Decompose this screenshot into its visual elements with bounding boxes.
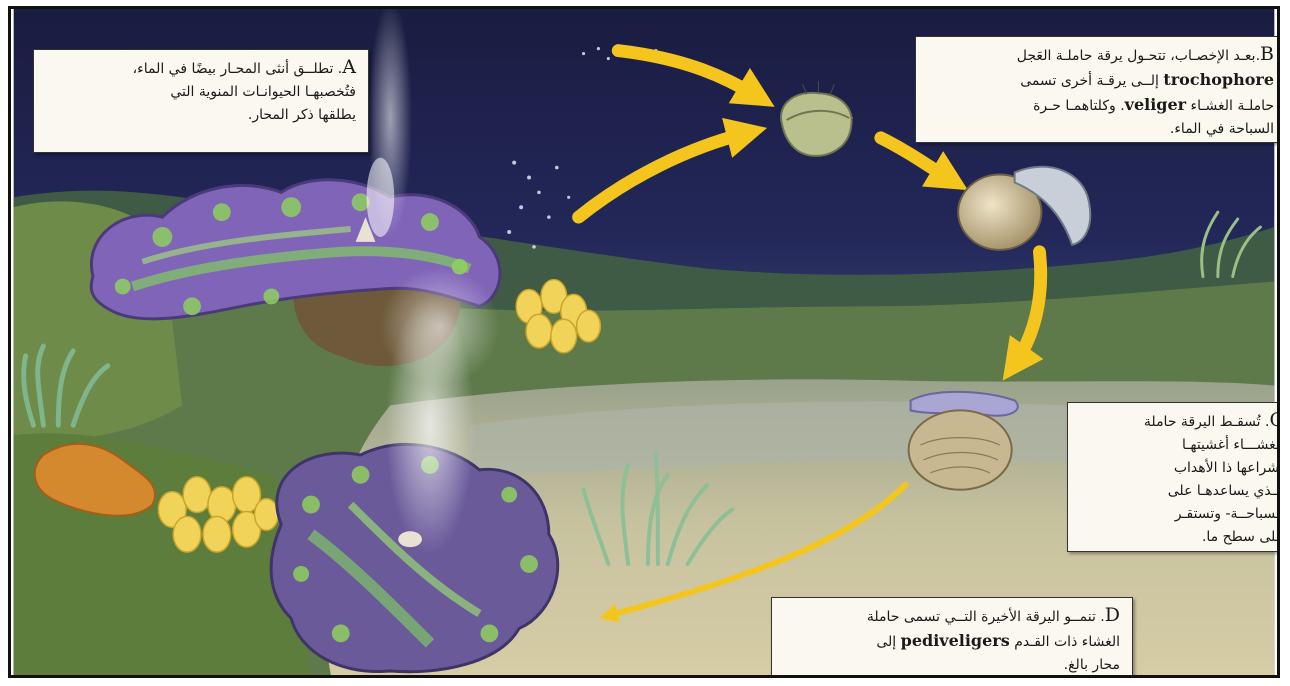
caption-b: B.بعـد الإخصـاب، تتحـول يرقة حاملـة العَ… <box>915 36 1280 143</box>
caption-a-text1: . تطلــق أنثى المحـار بيضًا في الماء، <box>133 61 343 77</box>
caption-b-line2: trochophore إلــى يرقـة أخرى تسمى <box>926 68 1274 93</box>
caption-a-letter: A <box>342 56 356 78</box>
term-pediveligers: pediveligers <box>901 631 1010 650</box>
term-veliger: veliger <box>1125 95 1186 114</box>
veliger-larva <box>958 167 1090 250</box>
caption-a-line1: A. تطلــق أنثى المحـار بيضًا في الماء، <box>44 56 356 81</box>
caption-d: D. تنمــو اليرقة الأخيرة التــي تسمى حام… <box>771 597 1133 678</box>
caption-d-line2: الغشاء ذات القـدم pediveligers إلى <box>782 629 1120 654</box>
caption-d-text2b: إلى <box>876 634 896 650</box>
caption-b-line1: B.بعـد الإخصـاب، تتحـول يرقة حاملـة العَ… <box>926 43 1274 68</box>
caption-b-text2: إلــى يرقـة أخرى تسمى <box>1020 73 1159 89</box>
caption-c-line5: السباحــة- وتستقـر <box>1078 503 1280 526</box>
caption-d-text2a: الغشاء ذات القـدم <box>1014 634 1120 650</box>
caption-b-text3b: . وكلتاهمـا حـرة <box>1033 98 1125 114</box>
caption-d-line3: محار بالغ. <box>782 654 1120 677</box>
caption-a-line2: فتُخصبهـا الحيوانـات المنوية التي <box>44 81 356 104</box>
caption-b-text3a: حاملـة الغشـاء <box>1191 98 1274 114</box>
caption-c-text1: . تُسقـط اليرقة حاملة <box>1144 414 1270 430</box>
caption-b-letter: B <box>1260 43 1274 65</box>
caption-b-line3: حاملـة الغشـاء veliger. وكلتاهمـا حـرة <box>926 93 1274 118</box>
caption-d-letter: D <box>1105 604 1120 626</box>
caption-a-line3: يطلقها ذكر المحار. <box>44 104 356 127</box>
caption-c-line3: -شراعها ذا الأهداب <box>1078 457 1280 480</box>
caption-c: C. تُسقـط اليرقة حاملة الغشـــاء أغشيتهـ… <box>1067 402 1280 552</box>
caption-a: A. تطلــق أنثى المحـار بيضًا في الماء، ف… <box>33 49 369 153</box>
caption-d-text1: . تنمــو اليرقة الأخيرة التــي تسمى حامل… <box>867 609 1105 625</box>
caption-d-line1: D. تنمــو اليرقة الأخيرة التــي تسمى حام… <box>782 604 1120 629</box>
caption-c-line2: الغشـــاء أغشيتهـا <box>1078 434 1280 457</box>
caption-c-line1: C. تُسقـط اليرقة حاملة <box>1078 409 1280 434</box>
caption-c-line6: على سطح ما. <box>1078 526 1280 549</box>
settling-larva <box>909 392 1018 490</box>
caption-c-letter: C <box>1269 409 1280 431</box>
caption-c-line4: الـذي يساعدهـا على <box>1078 480 1280 503</box>
caption-b-text1: .بعـد الإخصـاب، تتحـول يرقة حاملـة العَج… <box>1017 48 1260 64</box>
diagram-frame: A. تطلــق أنثى المحـار بيضًا في الماء، ف… <box>8 6 1280 678</box>
caption-b-line4: السباحة في الماء. <box>926 118 1274 141</box>
term-trochophore: trochophore <box>1163 70 1274 89</box>
